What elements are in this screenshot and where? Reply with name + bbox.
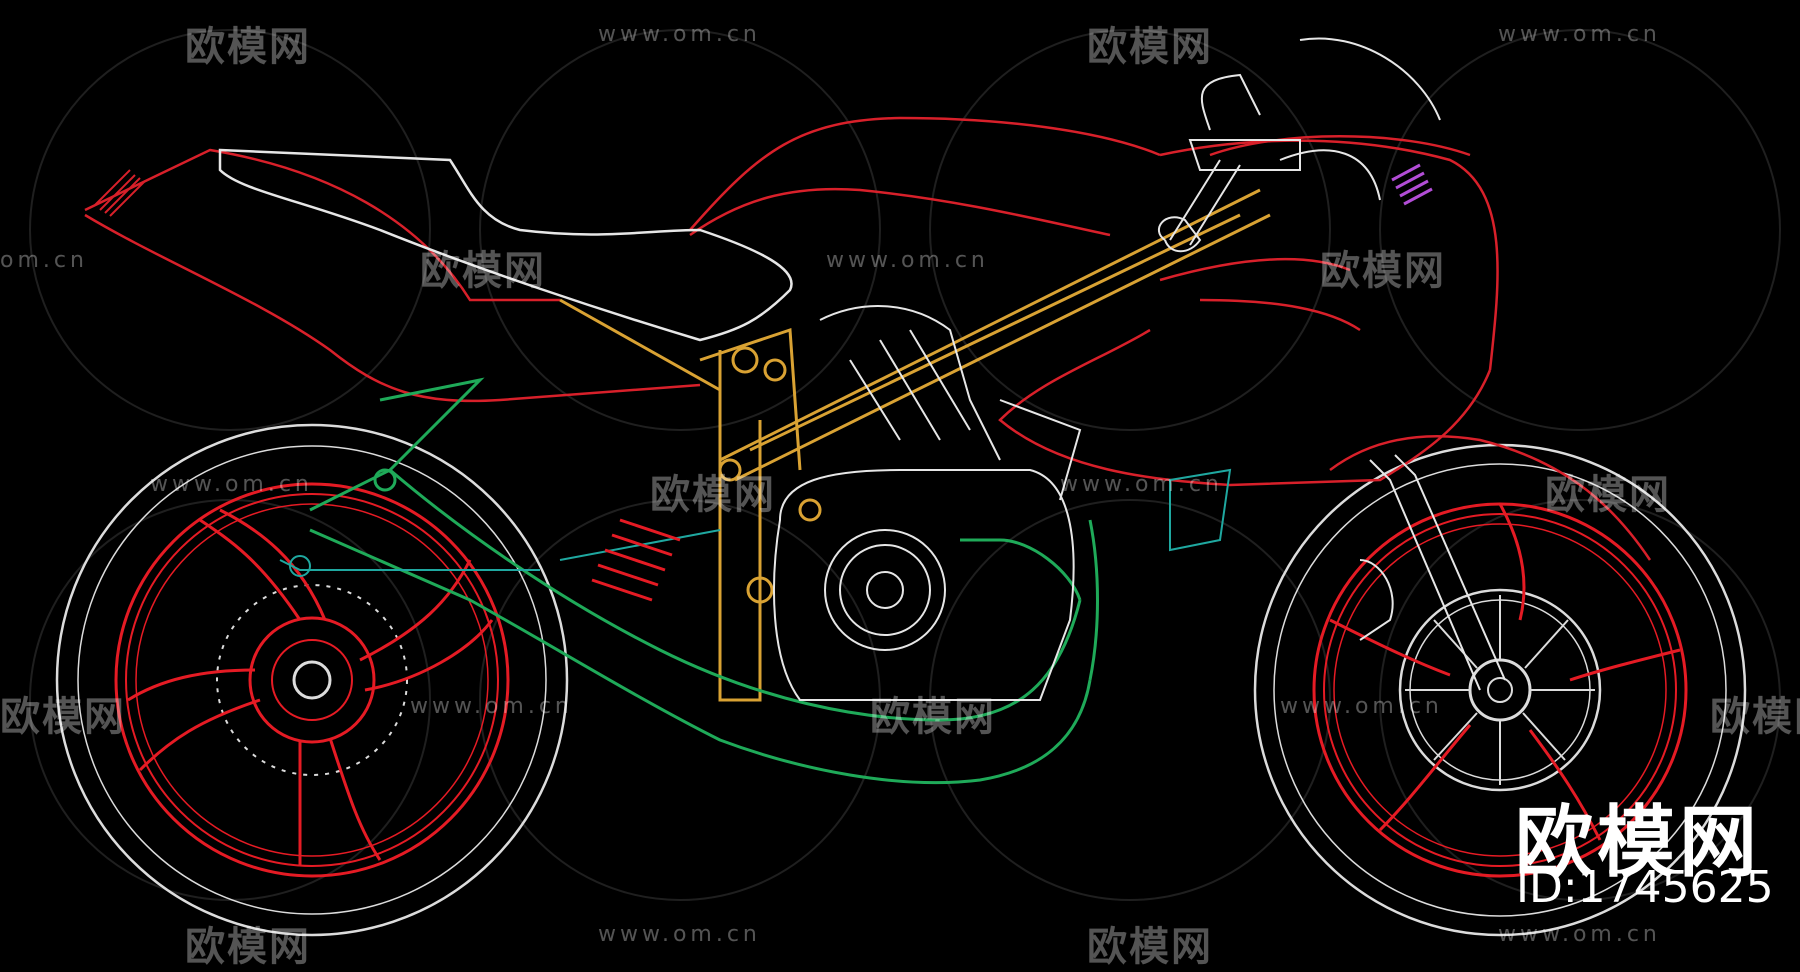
watermark-url: om.cn xyxy=(0,248,88,273)
seat xyxy=(218,148,793,342)
watermark-url: www.om.cn xyxy=(1060,472,1223,497)
watermark-brand: 欧模网 xyxy=(420,248,546,294)
watermark-brand: 欧模网 xyxy=(0,694,126,740)
asset-id: ID:1745625 xyxy=(1516,862,1774,913)
watermark-url: www.om.cn xyxy=(1280,694,1443,719)
brand-logo-text: 欧模网 xyxy=(1515,798,1762,888)
watermark-url: www.om.cn xyxy=(1498,22,1661,47)
watermark-brand: 欧模网 xyxy=(870,694,996,740)
watermark-brand: 欧模网 xyxy=(1545,472,1671,518)
watermark-url: www.om.cn xyxy=(598,922,761,947)
watermark-url: www.om.cn xyxy=(1498,922,1661,947)
engine xyxy=(773,37,1506,701)
rear-shock-spring xyxy=(591,518,681,602)
tail-hatch xyxy=(94,169,146,217)
frame xyxy=(559,188,1271,702)
rear-wheel xyxy=(55,423,569,937)
watermark-url: www.om.cn xyxy=(410,694,573,719)
watermark-brand: 欧模网 xyxy=(1710,694,1800,740)
watermark-url: www.om.cn xyxy=(826,248,989,273)
headlight-accent xyxy=(1391,163,1433,206)
watermark-url: www.om.cn xyxy=(150,472,313,497)
watermark-brand: 欧模网 xyxy=(1320,248,1446,294)
watermark-brand: 欧模网 xyxy=(1087,24,1213,70)
watermark-brand: 欧模网 xyxy=(185,924,311,970)
watermark-url: www.om.cn xyxy=(598,22,761,47)
watermark-brand: 欧模网 xyxy=(185,24,311,70)
watermark-brand: 欧模网 xyxy=(1087,924,1213,970)
bodywork xyxy=(84,116,1652,561)
watermark-brand: 欧模网 xyxy=(650,472,776,518)
front-wheel xyxy=(1253,443,1747,937)
